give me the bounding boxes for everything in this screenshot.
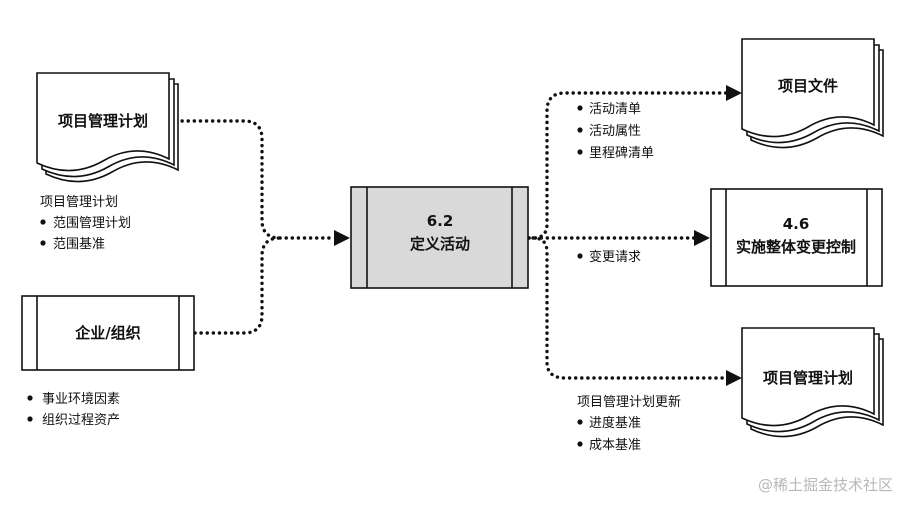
connector-enterprise-to-process [193, 236, 282, 335]
change-request-bullet: 变更请求 [589, 249, 641, 265]
bullet-dot [577, 149, 583, 155]
plan-updates-title: 项目管理计划 [763, 369, 853, 387]
bullet-dot [577, 253, 583, 259]
process-name: 定义活动 [410, 235, 470, 253]
plan-updates-caption: 项目管理计划更新 [577, 394, 681, 410]
arrowhead-to-documents [726, 85, 742, 101]
enterprise-bullet-2: 组织过程资产 [42, 413, 120, 428]
connectors [174, 91, 728, 380]
change-control-name: 实施整体变更控制 [736, 238, 856, 256]
bullet-dot [27, 416, 33, 422]
project-plan-document[interactable]: 项目管理计划 [36, 72, 179, 183]
change-control-number: 4.6 [783, 215, 810, 233]
process-number: 6.2 [427, 212, 454, 230]
bullet-dot [40, 240, 46, 246]
bullet-dot [577, 127, 583, 133]
watermark-text: @稀土掘金技术社区 [758, 476, 893, 494]
bullet-dot [577, 441, 583, 447]
connector-plan-to-process [174, 119, 332, 240]
enterprise-box[interactable]: 企业/组织 [21, 295, 195, 371]
bullet-dot [577, 419, 583, 425]
enterprise-title: 企业/组织 [74, 324, 140, 342]
documents-bullet-3: 里程碑清单 [589, 145, 654, 161]
arrowhead-to-plan-updates [726, 370, 742, 386]
process-box[interactable]: 6.2 定义活动 [350, 186, 529, 289]
change-control-box[interactable]: 4.6 实施整体变更控制 [710, 188, 883, 287]
project-documents-title: 项目文件 [778, 77, 838, 95]
arrowhead-to-process [334, 230, 350, 246]
bullet-dot [577, 105, 583, 111]
project-plan-title: 项目管理计划 [58, 112, 148, 130]
plan-updates-bullet-1: 进度基准 [589, 415, 641, 431]
enterprise-bullet-1: 事业环境因素 [42, 392, 120, 407]
project-plan-bullet-2: 范围基准 [53, 237, 105, 252]
project-plan-bullet-1: 范围管理计划 [53, 216, 131, 231]
project-plan-caption: 项目管理计划 [40, 195, 118, 210]
bullet-dot [27, 395, 33, 401]
bullet-dot [40, 219, 46, 225]
arrowheads [334, 85, 742, 386]
project-documents-document[interactable]: 项目文件 [741, 38, 884, 149]
documents-bullet-1: 活动清单 [589, 102, 641, 117]
connector-process-to-plan-updates [531, 236, 728, 380]
plan-updates-document[interactable]: 项目管理计划 [741, 327, 884, 438]
plan-updates-bullet-2: 成本基准 [589, 438, 641, 453]
documents-bullet-2: 活动属性 [589, 124, 641, 139]
arrowhead-to-change-control [694, 230, 710, 246]
